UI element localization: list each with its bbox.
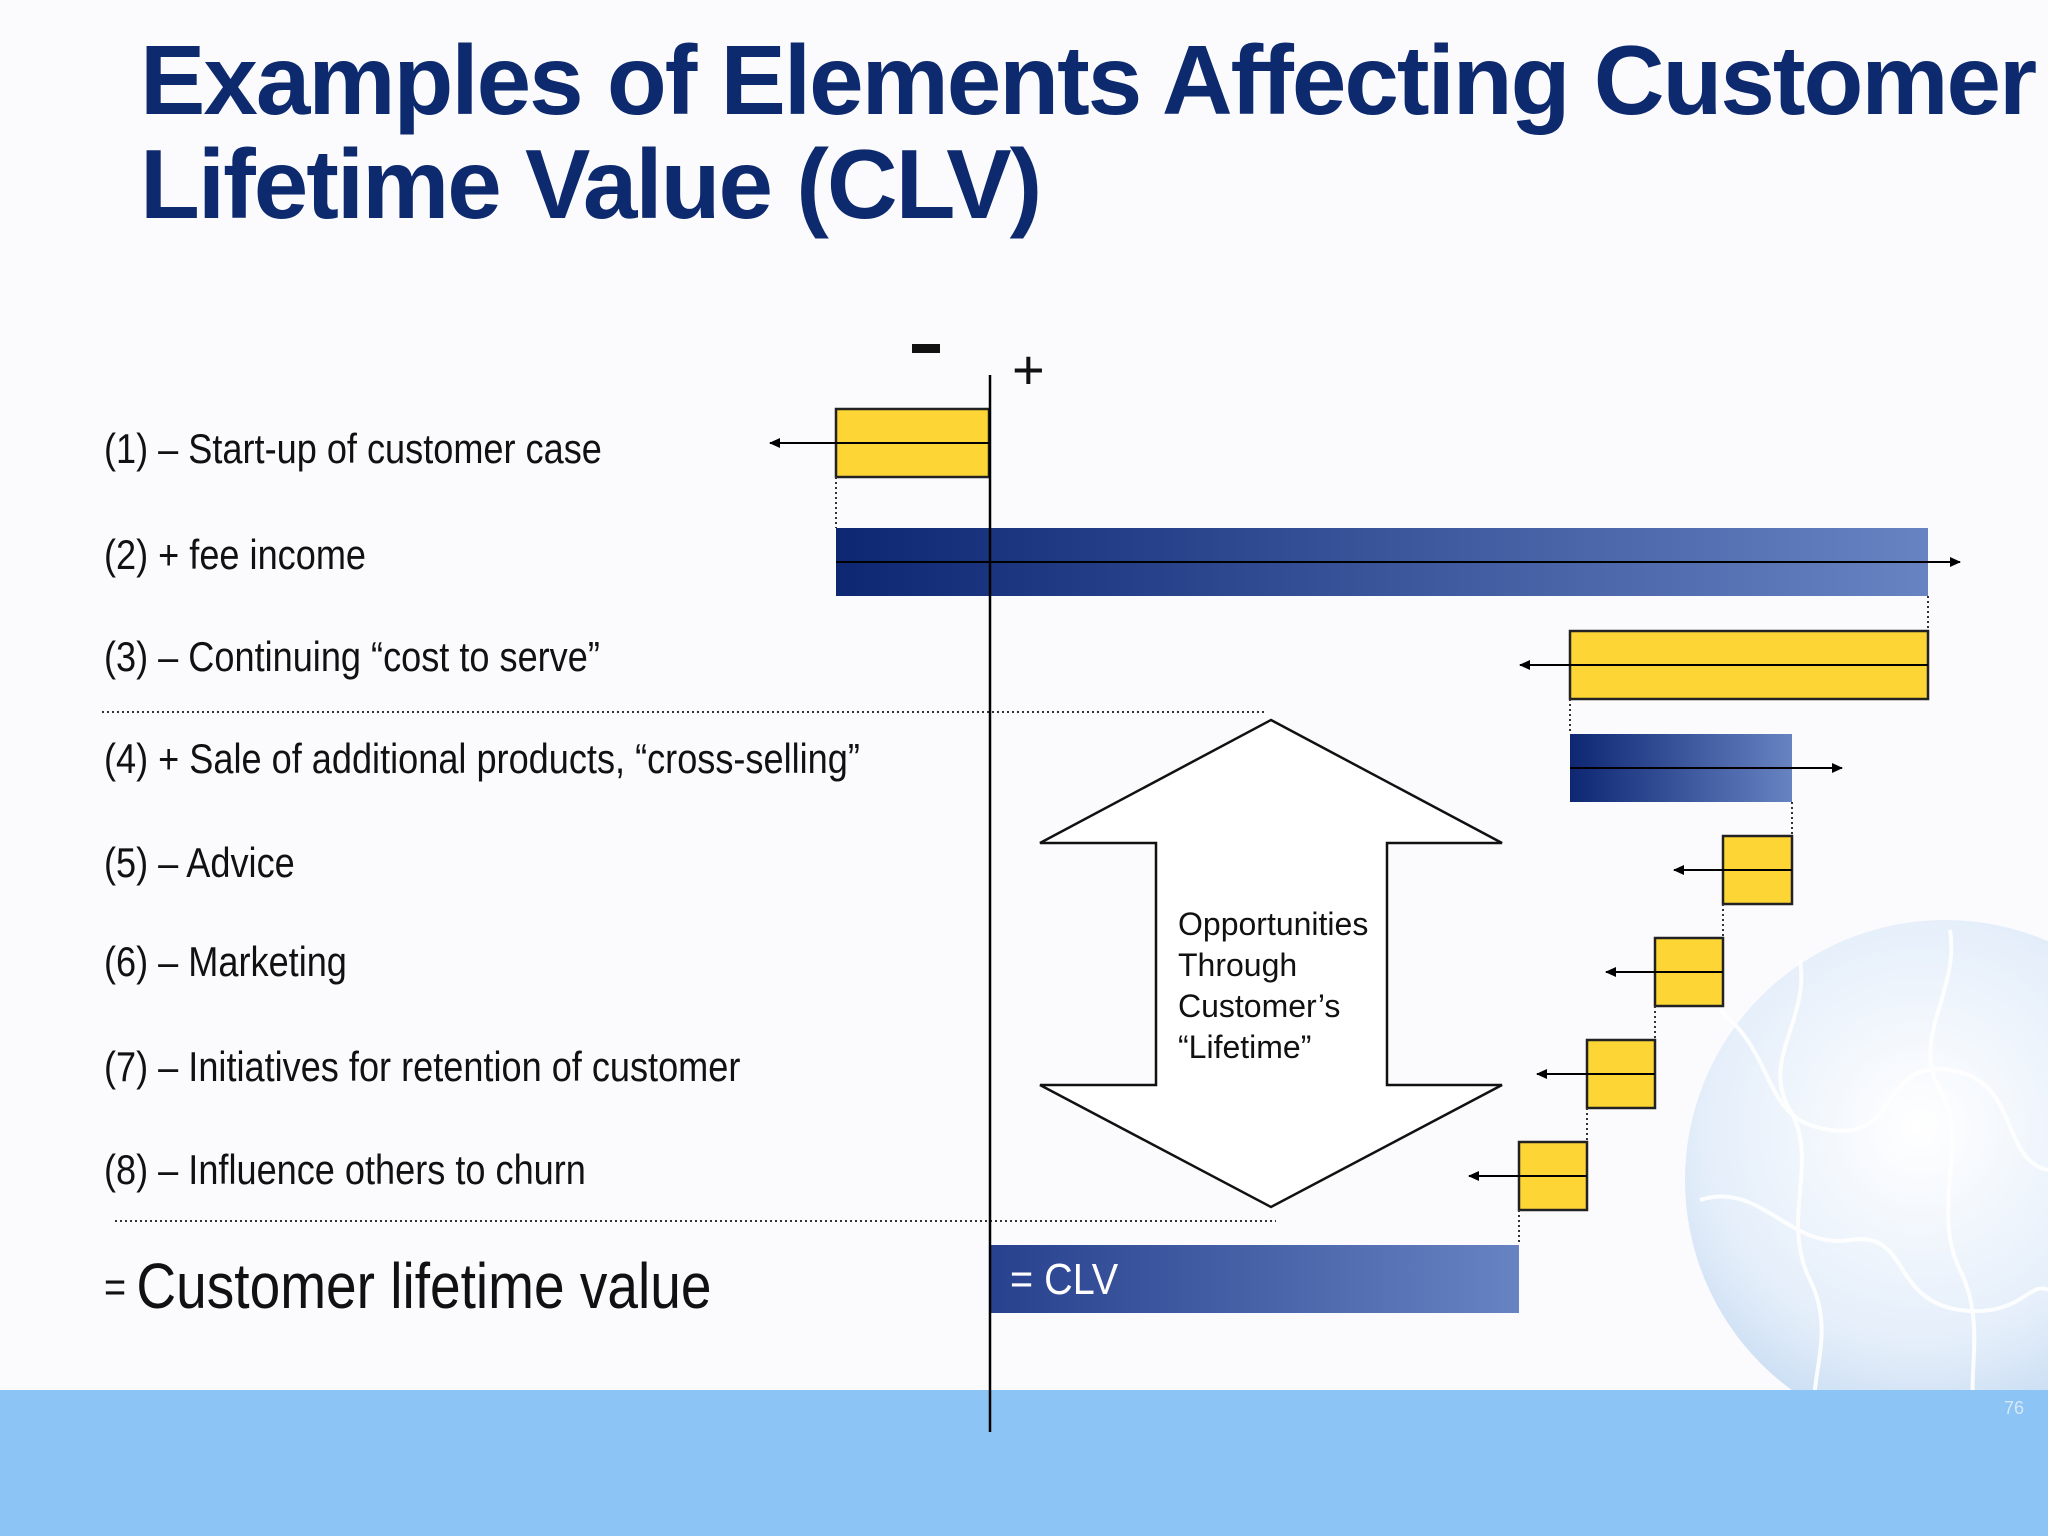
row-label-cross-selling: (4) + Sale of additional products, “cros… [104,735,860,782]
slide-title-line-2: Lifetime Value (CLV) [140,129,1042,239]
total-text: Customer lifetime value [136,1250,712,1322]
slide-title: Examples of Elements Affecting Customer … [140,25,2037,239]
double-arrow-text-line-3: Customer’s [1178,988,1341,1024]
double-arrow-text: Opportunities Through Customer’s “Lifeti… [1178,904,1368,1068]
negative-sign [912,344,940,353]
double-arrow-text-line-4: “Lifetime” [1178,1029,1312,1065]
positive-sign: + [1012,338,1045,401]
row-label-retention: (7) – Initiatives for retention of custo… [104,1043,741,1090]
page-number: 76 [2004,1398,2025,1418]
row-label-cost-to-serve: (3) – Continuing “cost to serve” [104,633,600,680]
row-label-churn: (8) – Influence others to churn [104,1146,586,1193]
row-label-startup: (1) – Start-up of customer case [104,425,602,472]
double-arrow-text-line-1: Opportunities [1178,906,1369,942]
row-label-advice: (5) – Advice [104,839,295,886]
slide-title-line-1: Examples of Elements Affecting Customer [140,25,2037,135]
double-arrow-text-line-2: Through [1178,947,1298,983]
total-prefix: = [104,1263,127,1312]
row-label-fee-income: (2) + fee income [104,531,367,578]
footer-band [0,1390,2048,1536]
bar-clv [990,1245,1519,1313]
clv-bar-label: = CLV [1010,1255,1119,1304]
row-label-marketing: (6) – Marketing [104,938,347,985]
globe-puzzle-lines [1699,929,2048,1431]
opportunities-double-arrow [1039,718,1503,1209]
total-label: =Customer lifetime value [104,1248,711,1326]
